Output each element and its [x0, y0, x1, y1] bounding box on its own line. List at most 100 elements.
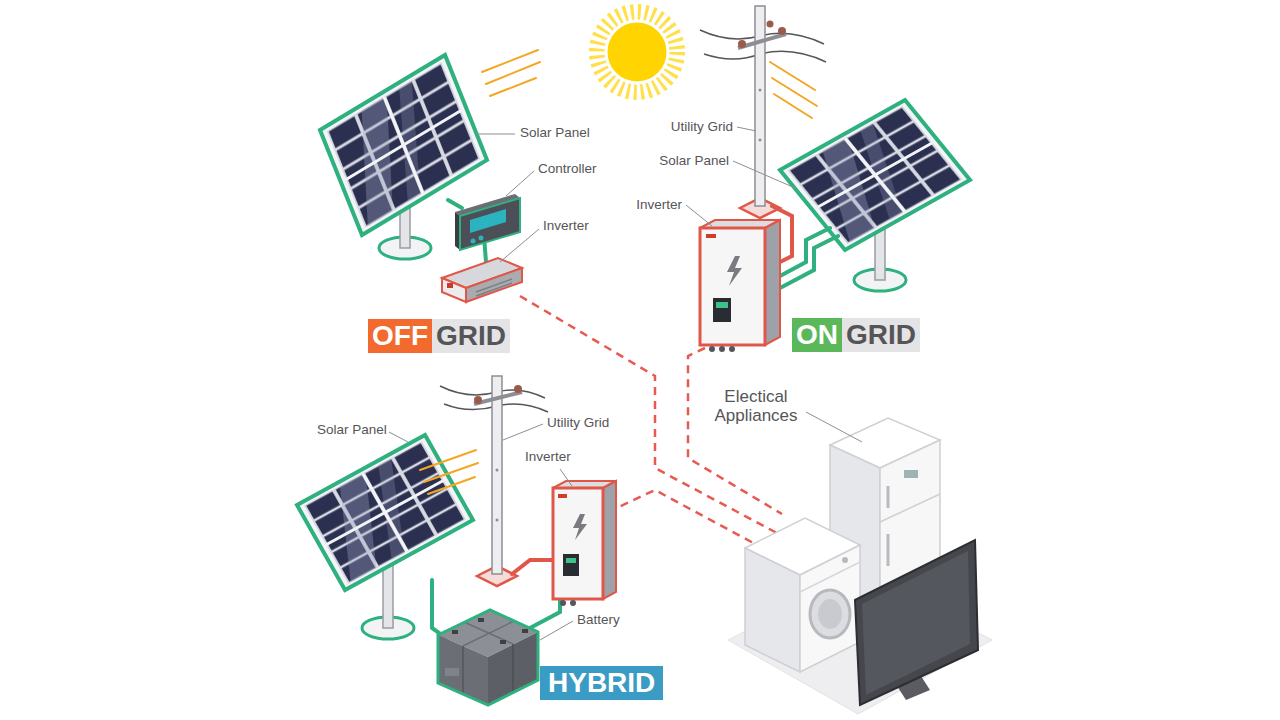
utility-pole	[759, 89, 762, 92]
sun-rays	[490, 78, 536, 96]
part-label: Solar Panel	[520, 125, 590, 141]
utility-pole	[755, 6, 765, 206]
utility-pole	[496, 519, 499, 522]
leader-line	[737, 127, 756, 131]
utility-pole	[514, 385, 522, 393]
washing-machine	[800, 562, 860, 592]
inverter	[442, 258, 522, 302]
charge-controller	[471, 239, 476, 244]
washing-machine	[745, 548, 800, 672]
inverter	[700, 220, 780, 352]
charge-controller	[455, 194, 520, 250]
refrigerator	[904, 470, 918, 478]
ac-wire	[512, 560, 553, 574]
battery	[464, 622, 513, 644]
part-label: Battery	[577, 612, 620, 628]
battery	[462, 646, 464, 694]
battery	[438, 610, 538, 705]
utility-pole	[440, 376, 548, 586]
inverter	[563, 554, 579, 576]
sun-rays	[774, 94, 812, 118]
sun-rays	[428, 477, 475, 494]
part-label: Inverter	[525, 449, 571, 465]
television	[862, 551, 970, 695]
leader-line	[560, 469, 572, 486]
battery	[478, 618, 484, 622]
dc-wire	[448, 200, 462, 208]
inverter	[442, 278, 466, 302]
dc-wire	[780, 236, 838, 288]
part-label: Inverter	[636, 197, 682, 213]
washing-machine	[818, 599, 842, 629]
utility-pole	[496, 469, 499, 472]
refrigerator	[887, 534, 890, 566]
inverter	[466, 268, 522, 302]
sun-rays	[482, 50, 538, 72]
inverter	[713, 298, 731, 322]
television	[855, 540, 978, 705]
sun	[597, 12, 677, 92]
leader-line	[476, 134, 515, 135]
inverter	[570, 600, 576, 606]
battery	[445, 668, 459, 676]
inverter	[729, 346, 735, 352]
power-line	[688, 348, 782, 514]
part-label: Controller	[538, 161, 597, 177]
part-label: Utility Grid	[547, 415, 609, 431]
utility-pole	[474, 396, 482, 404]
part-label: Solar Panel	[317, 422, 387, 438]
inverter	[553, 481, 616, 606]
leader-line	[733, 161, 795, 188]
solar-panel	[780, 100, 970, 250]
part-label: Inverter	[543, 218, 589, 234]
battery	[452, 630, 458, 634]
utility-pole	[767, 21, 774, 28]
sun-rays	[770, 62, 815, 90]
badge-text: OFF	[368, 319, 432, 353]
battery	[463, 621, 514, 646]
battery	[512, 644, 514, 692]
washing-machine	[842, 557, 848, 563]
leader-line	[506, 171, 534, 196]
utility-pole	[738, 40, 746, 48]
sun	[597, 12, 677, 92]
inverter	[727, 256, 742, 286]
sun-rays	[772, 78, 817, 106]
television	[855, 540, 978, 705]
inverter	[476, 283, 512, 296]
utility-pole	[778, 27, 786, 35]
sun-rays	[486, 62, 540, 84]
refrigerator	[887, 486, 890, 508]
power-line	[608, 490, 770, 552]
solar-panel	[320, 55, 487, 235]
inverter	[573, 514, 587, 540]
leader-line	[686, 205, 712, 226]
solar-panel	[297, 435, 473, 590]
ac-wire	[512, 560, 553, 574]
inverter	[716, 302, 728, 308]
inverter	[558, 494, 567, 498]
system-badge: OFFGRID	[368, 319, 510, 353]
leader-line	[500, 229, 539, 262]
inverter	[700, 228, 765, 345]
washing-machine	[810, 590, 850, 638]
leader-line	[503, 424, 543, 440]
inverter	[553, 488, 603, 599]
utility-pole	[492, 376, 502, 574]
leader-line	[389, 432, 408, 442]
badge-text: HYBRID	[540, 666, 663, 700]
badge-text: ON	[792, 318, 842, 352]
battery	[438, 610, 538, 705]
part-label: Solar Panel	[659, 153, 729, 169]
utility-pole	[474, 392, 522, 404]
leader-line	[806, 412, 862, 442]
washing-machine	[800, 545, 860, 672]
leader-line	[540, 621, 573, 640]
leader-line	[389, 127, 862, 640]
battery	[500, 640, 506, 644]
charge-controller	[460, 198, 520, 250]
inverter	[447, 283, 453, 288]
inverter	[765, 220, 780, 345]
